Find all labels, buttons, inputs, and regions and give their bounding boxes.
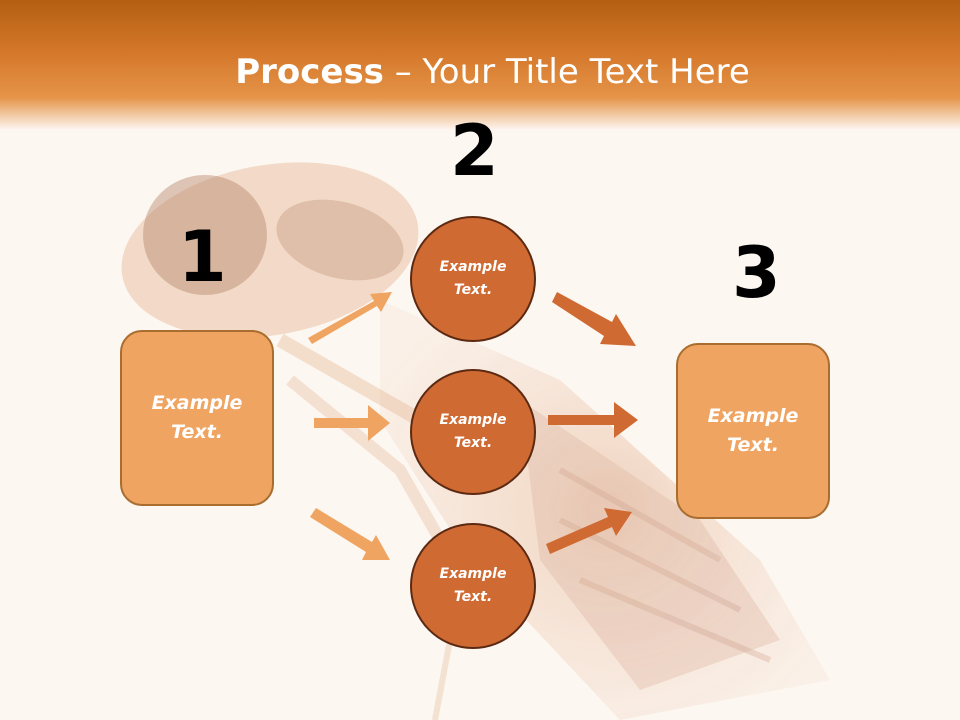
arrow-circle3-to-box3 bbox=[546, 508, 632, 554]
title-banner bbox=[0, 0, 960, 130]
slide-title: Process – Your Title Text Here bbox=[0, 52, 960, 92]
arrow-circle1-to-box3 bbox=[552, 292, 636, 346]
arrow-box1-to-circle1 bbox=[308, 292, 392, 344]
step-circle-3: Example Text. bbox=[410, 523, 536, 649]
step-number-2: 2 bbox=[450, 110, 499, 192]
arrow-circle2-to-box3 bbox=[548, 402, 638, 438]
arrow-box1-to-circle2 bbox=[314, 405, 390, 441]
title-bold: Process bbox=[235, 52, 384, 92]
step-box-1: Example Text. bbox=[120, 330, 274, 506]
step-box-3-text: Example Text. bbox=[707, 405, 799, 456]
step-box-1-text: Example Text. bbox=[151, 392, 243, 443]
arrow-box1-to-circle3 bbox=[310, 508, 390, 560]
step-circle-1: Example Text. bbox=[410, 216, 536, 342]
title-rest: – Your Title Text Here bbox=[383, 52, 750, 92]
step-circle-2: Example Text. bbox=[410, 369, 536, 495]
step-circle-1-text: Example Text. bbox=[439, 259, 507, 298]
step-circle-3-text: Example Text. bbox=[439, 566, 507, 605]
step-number-1: 1 bbox=[178, 216, 227, 298]
step-circle-2-text: Example Text. bbox=[439, 412, 507, 451]
step-box-3: Example Text. bbox=[676, 343, 830, 519]
step-number-3: 3 bbox=[732, 232, 781, 314]
